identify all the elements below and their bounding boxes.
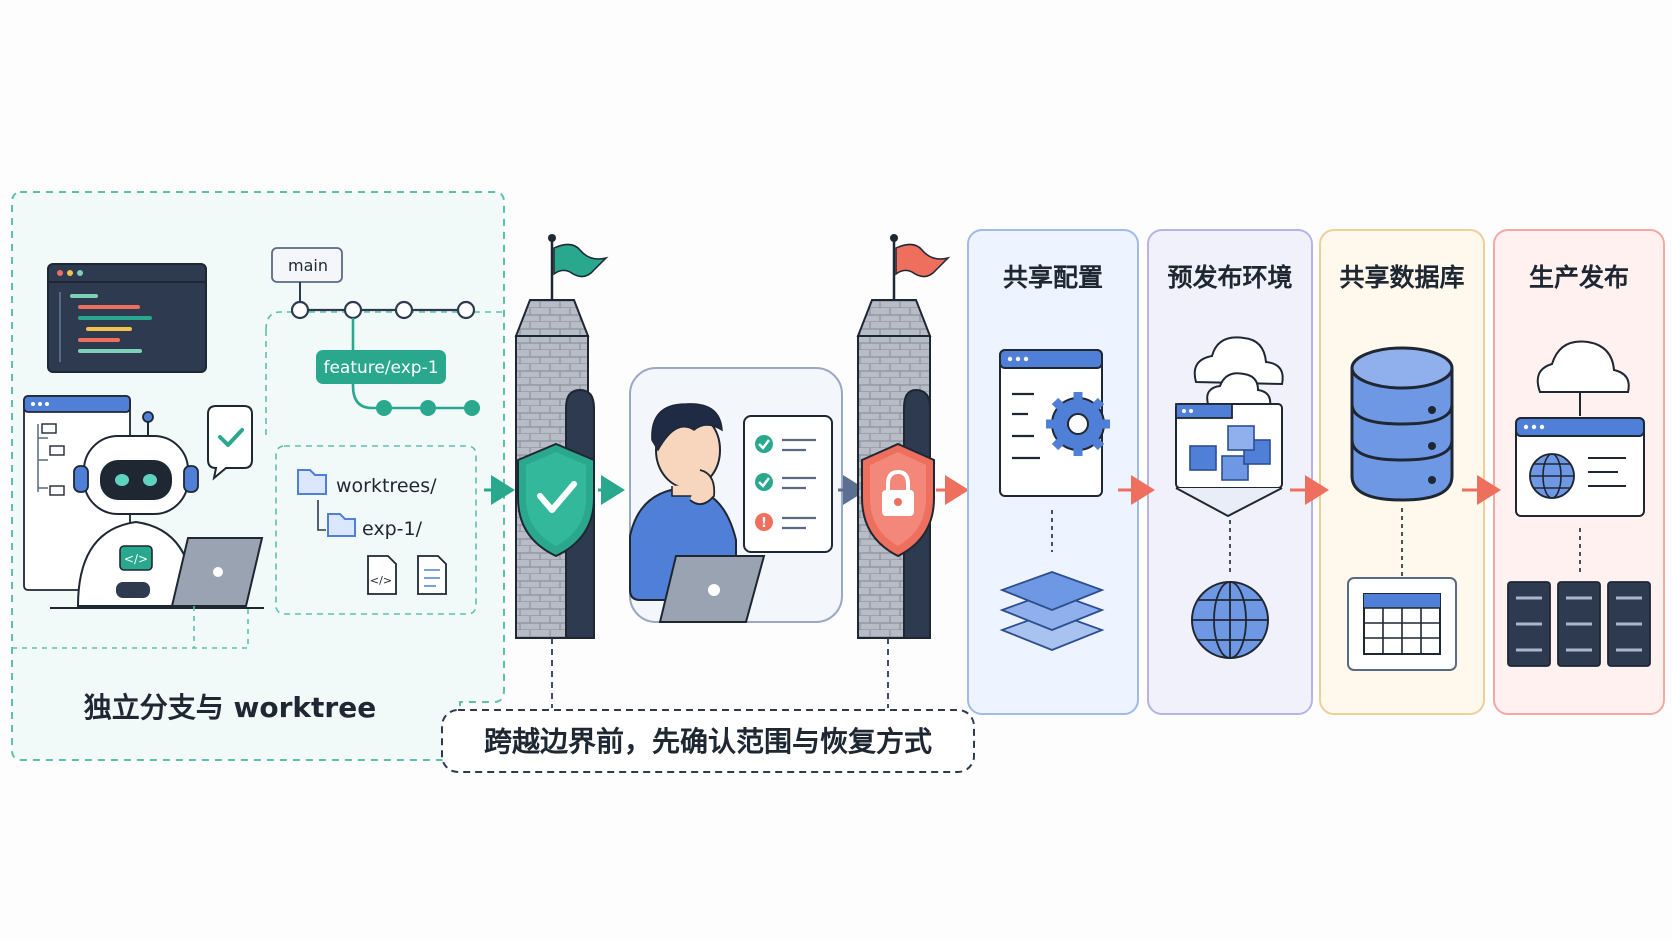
globe-icon [1191,581,1269,659]
isolation-zone-caption: 独立分支与 worktree [84,691,376,724]
servers-icon [1507,581,1651,667]
cloud-icon [1536,340,1630,393]
folder-icon [297,469,327,495]
config-window-gear-icon [999,349,1110,497]
main-branch-label: main [288,256,328,275]
person-reviewer-icon [629,403,737,601]
svg-text:</>: </> [370,574,392,587]
svg-text:!: ! [761,516,767,531]
code-file-icon [367,555,397,595]
laptop-icon [658,555,766,623]
main-branch-tag [271,247,343,283]
cloud-icon [1193,336,1284,408]
folder-icon [327,513,356,537]
layers-icon [999,571,1105,651]
boundary-column-title: 生产发布 [1529,263,1629,292]
boundary-column-title: 共享数据库 [1339,263,1464,292]
feature-branch-label: feature/exp-1 [323,358,438,378]
laptop-icon [50,537,264,609]
flag-red-icon [895,243,951,278]
banner-text: 跨越边界前，先确认范围与恢复方式 [484,725,932,758]
shield-lock-icon [861,442,935,558]
checklist-icon: ! [743,415,833,553]
gear-icon [1046,392,1110,456]
boundary-column-title: 预发布环境 [1167,263,1292,292]
code-window-icon [47,263,207,373]
svg-text:</>: </> [124,552,148,566]
worktrees-panel: </> [275,445,477,615]
staging-window-cubes-icon [1175,403,1283,518]
cubes-icon [1189,425,1271,481]
feature-branch-tag [316,350,446,384]
gate-tower-1 [514,234,609,639]
boundary-column-title: 共享配置 [1003,263,1103,292]
table-icon [1347,577,1457,671]
approval-bubble-icon [207,405,253,481]
worktrees-folder-label: worktrees/ [336,475,437,497]
database-icon [1350,346,1454,502]
exp-folder-label: exp-1/ [362,518,423,540]
bottom-banner: 跨越边界前，先确认范围与恢复方式 [441,709,975,773]
connector-dashed [193,606,249,649]
production-web-window-icon [1515,417,1645,517]
shield-check-icon [517,442,595,558]
git-branch-graph [265,247,504,440]
flag-green-icon [553,243,609,278]
robot-icon: </> [73,411,199,607]
text-file-icon [417,555,447,595]
gate-tower-2 [856,234,951,639]
